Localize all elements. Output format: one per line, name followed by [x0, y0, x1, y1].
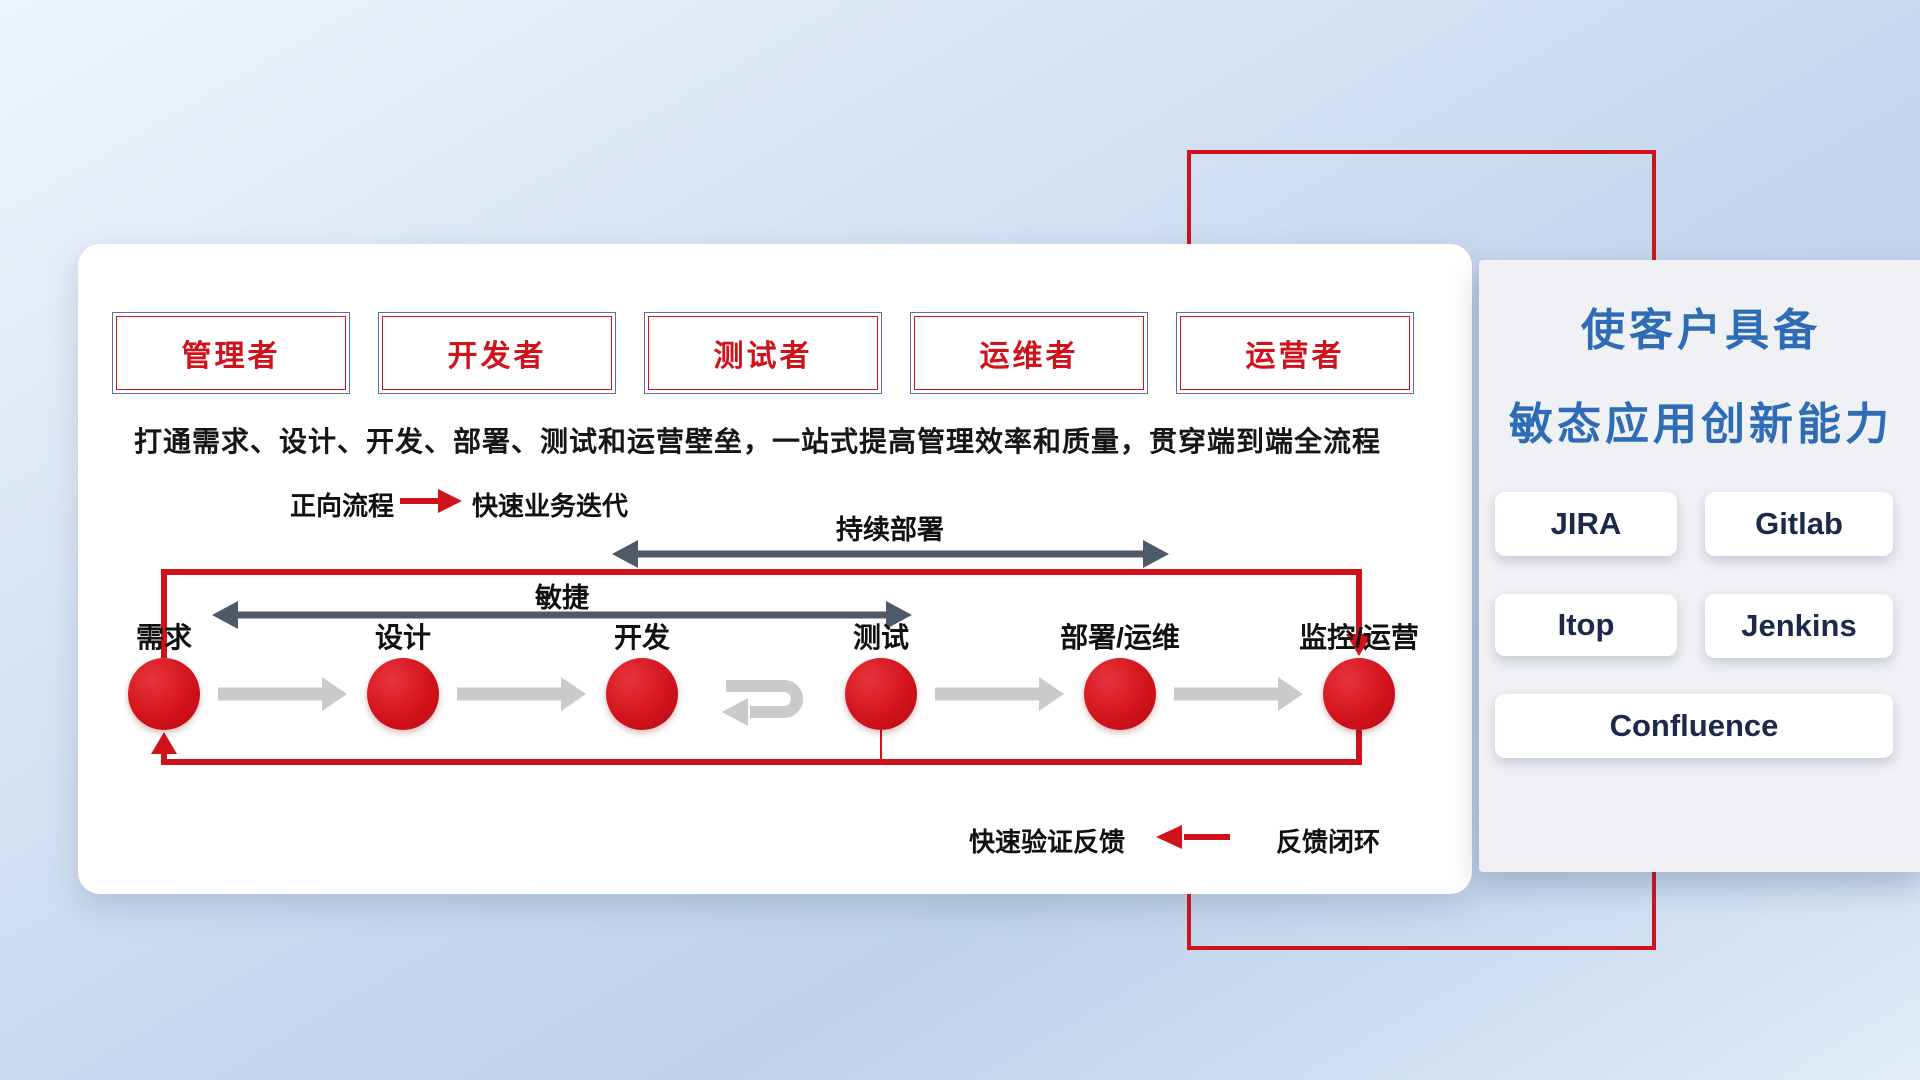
legend-forward-label: 正向流程 — [290, 491, 395, 521]
panel-title-line1: 使客户具备 — [1581, 306, 1821, 355]
continuous-deployment-arrow-icon — [612, 540, 1169, 568]
agile-label: 敏捷 — [535, 583, 589, 613]
capability-panel: 使客户具备 敏态应用创新能力 JIRA Gitlab Itop Jenkins … — [1479, 260, 1920, 872]
step-node-design — [367, 658, 439, 730]
step-node-testing — [845, 658, 917, 730]
role-box-operator: 运营者 — [1176, 312, 1414, 394]
tool-button-jira: JIRA — [1495, 492, 1677, 556]
step-arrow-icon — [1174, 677, 1303, 711]
tool-button-jenkins: Jenkins — [1705, 594, 1893, 658]
forward-arrow-icon — [400, 489, 462, 513]
step-node-monitor-ops — [1323, 658, 1395, 730]
feedback-loop-label: 反馈闭环 — [1275, 827, 1380, 857]
forward-loop-arrow-icon — [161, 569, 1372, 658]
role-label: 管理者 — [181, 340, 281, 373]
step-arrow-icon — [218, 677, 347, 711]
step-node-deploy-ops — [1084, 658, 1156, 730]
role-box-developer: 开发者 — [378, 312, 616, 394]
role-label: 运维者 — [979, 340, 1079, 373]
devops-flow-card: 管理者 开发者 测试者 运维者 运营者 打通需求、设计、开发、部署、测试和运营壁… — [78, 244, 1472, 894]
tool-button-gitlab: Gitlab — [1705, 492, 1893, 556]
continuous-deployment-label: 持续部署 — [836, 515, 944, 545]
agile-arrow-icon — [212, 601, 912, 629]
step-label-requirements: 需求 — [135, 622, 192, 653]
step-label-development: 开发 — [613, 622, 670, 653]
panel-title-line2: 敏态应用创新能力 — [1509, 400, 1893, 449]
step-label-design: 设计 — [374, 622, 431, 653]
role-box-ops: 运维者 — [910, 312, 1148, 394]
role-label: 运营者 — [1245, 340, 1345, 373]
step-arrow-icon — [935, 677, 1064, 711]
iteration-loop-icon — [722, 680, 803, 726]
step-arrow-icon — [457, 677, 586, 711]
tool-button-itop: Itop — [1495, 594, 1677, 656]
flow-arrows-canvas — [151, 489, 1372, 849]
step-label-monitor-ops: 监控/运营 — [1299, 622, 1419, 653]
feedback-loop-arrow-icon — [151, 730, 1362, 765]
feedback-desc-label: 快速验证反馈 — [968, 827, 1125, 857]
step-node-requirements — [128, 658, 200, 730]
description-text: 打通需求、设计、开发、部署、测试和运营壁垒，一站式提高管理效率和质量，贯穿端到端… — [134, 426, 1382, 457]
role-label: 测试者 — [713, 340, 813, 373]
roles-row: 管理者 开发者 测试者 运维者 运营者 — [112, 312, 1414, 394]
role-box-manager: 管理者 — [112, 312, 350, 394]
role-box-tester: 测试者 — [644, 312, 882, 394]
tool-button-confluence: Confluence — [1495, 694, 1893, 758]
step-label-deploy-ops: 部署/运维 — [1060, 622, 1180, 653]
legend-forward-desc: 快速业务迭代 — [472, 491, 629, 521]
role-label: 开发者 — [447, 340, 547, 373]
step-label-testing: 测试 — [852, 622, 909, 653]
feedback-arrow-icon — [1156, 825, 1230, 849]
step-node-development — [606, 658, 678, 730]
